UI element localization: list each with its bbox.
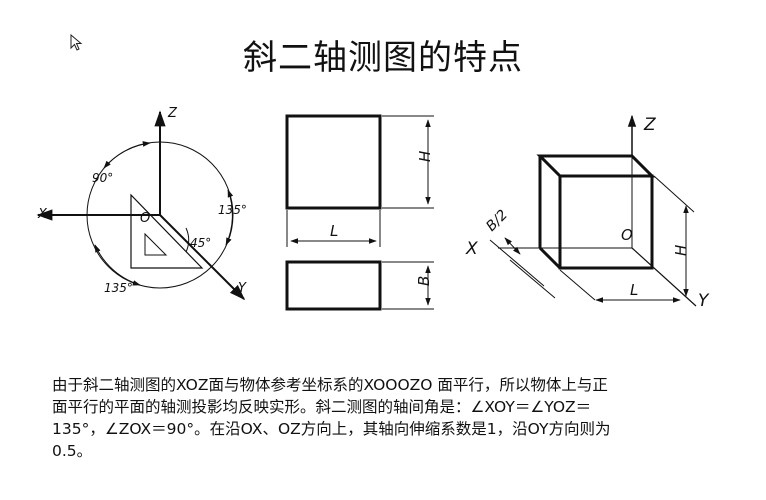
dim-line-b2 bbox=[504, 237, 521, 255]
page-title: 斜二轴测图的特点 bbox=[243, 38, 523, 78]
angle-arc-135-bottom bbox=[94, 244, 141, 286]
ext-line-b2-b bbox=[509, 259, 556, 299]
set-square-triangle bbox=[130, 193, 204, 269]
orthographic-views: H L B bbox=[285, 114, 434, 311]
description-line: 135°，∠ZOX＝90°。在沿OX、OZ方向上，其轴向伸缩系数是1，沿OY方向… bbox=[52, 420, 611, 438]
oblique-axonometric-figure: Z X Y O 90° 135° 135° 45° H L B Z bbox=[36, 106, 710, 311]
label-angle-135-bottom: 135° bbox=[104, 281, 133, 295]
label-angle-45: 45° bbox=[190, 236, 211, 250]
label-z-right: Z bbox=[643, 115, 656, 135]
front-view-square bbox=[285, 114, 382, 210]
top-view-rect bbox=[285, 260, 382, 311]
label-angle-90: 90° bbox=[92, 171, 113, 185]
label-origin-left: O bbox=[140, 211, 150, 226]
description-line: 面平行的平面的轴测投影均反映实形。斜二测图的轴间角是：∠XOY＝∠YOZ＝ bbox=[52, 398, 592, 416]
angle-arc-45 bbox=[185, 227, 190, 253]
label-origin-right: O bbox=[621, 226, 633, 244]
label-angle-135-right: 135° bbox=[218, 203, 247, 217]
set-square-inner bbox=[144, 232, 168, 256]
box-top-face bbox=[536, 154, 656, 178]
label-z-left: Z bbox=[167, 106, 178, 121]
label-dim-l-right: L bbox=[630, 281, 638, 299]
angle-arc-135-right bbox=[225, 189, 234, 246]
box-edge-bottom-left bbox=[538, 246, 562, 270]
label-dim-l: L bbox=[330, 222, 338, 240]
oblique-box-drawing: Z O X Y B/2 H L bbox=[465, 114, 710, 311]
label-dim-b2: B/2 bbox=[483, 207, 511, 235]
axis-angle-diagram: Z X Y O 90° 135° 135° 45° bbox=[36, 106, 247, 301]
label-y-left: Y bbox=[238, 281, 247, 296]
label-y-right: Y bbox=[698, 291, 710, 311]
label-dim-b: B bbox=[415, 276, 433, 286]
label-x-left: X bbox=[37, 207, 48, 222]
description-text: 由于斜二轴测图的XOZ面与物体参考坐标系的XOOOZO 面平行，所以物体上与正 … bbox=[52, 374, 712, 462]
label-dim-h: H bbox=[416, 151, 434, 162]
description-line: 由于斜二轴测图的XOZ面与物体参考坐标系的XOOOZO 面平行，所以物体上与正 bbox=[52, 376, 608, 394]
angle-arc-90 bbox=[103, 141, 151, 169]
ext-line-h-right-top bbox=[653, 175, 695, 213]
mouse-pointer-icon bbox=[70, 33, 84, 56]
ext-line-l-right-a bbox=[559, 269, 596, 301]
box-front-face bbox=[558, 174, 654, 270]
label-x-right: X bbox=[465, 239, 478, 259]
ext-line-b2-a bbox=[489, 239, 545, 287]
label-dim-h-right: H bbox=[672, 245, 690, 256]
description-line: 0.5。 bbox=[52, 442, 93, 460]
y-axis bbox=[159, 214, 246, 301]
